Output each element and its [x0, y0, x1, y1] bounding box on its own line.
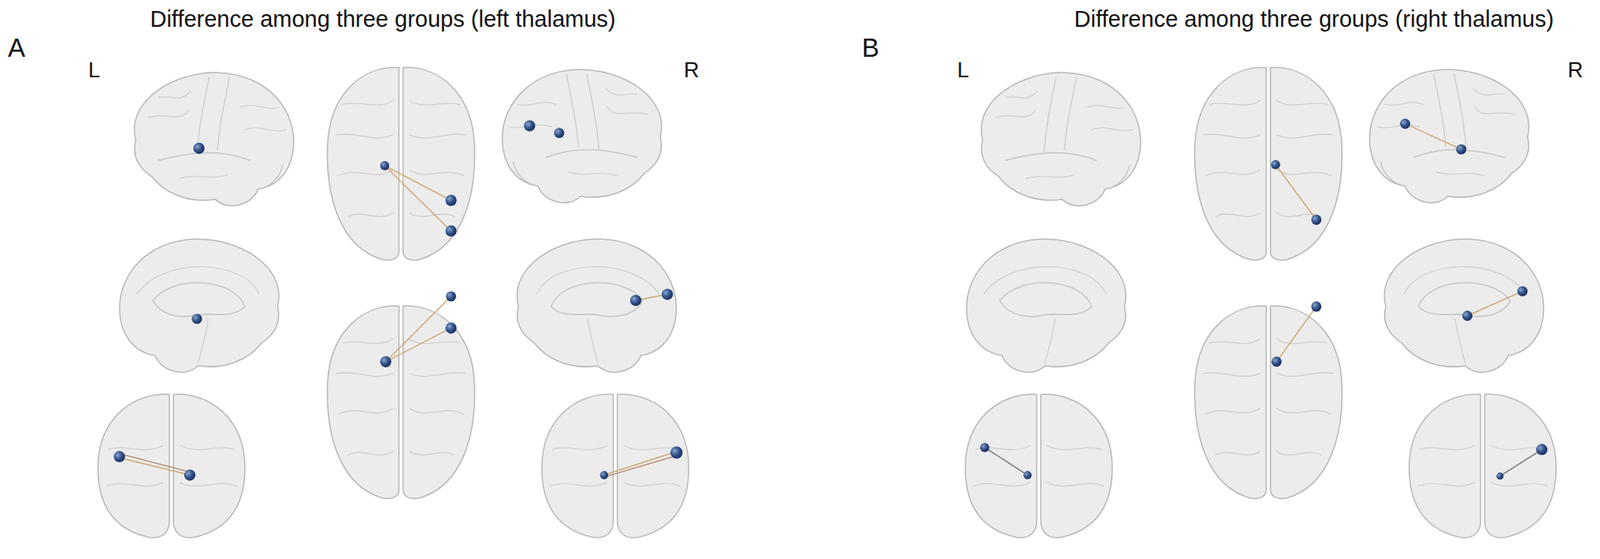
side-marker: L [88, 58, 101, 83]
panel-title: Difference among three groups (left thal… [149, 6, 616, 33]
side-marker: R [683, 58, 700, 83]
panel-title: Difference among three groups (right tha… [1074, 6, 1555, 33]
side-marker: L [957, 58, 969, 83]
panel-letter: A [7, 33, 26, 64]
side-marker: R [1567, 58, 1584, 83]
panel-letter: B [861, 33, 880, 64]
